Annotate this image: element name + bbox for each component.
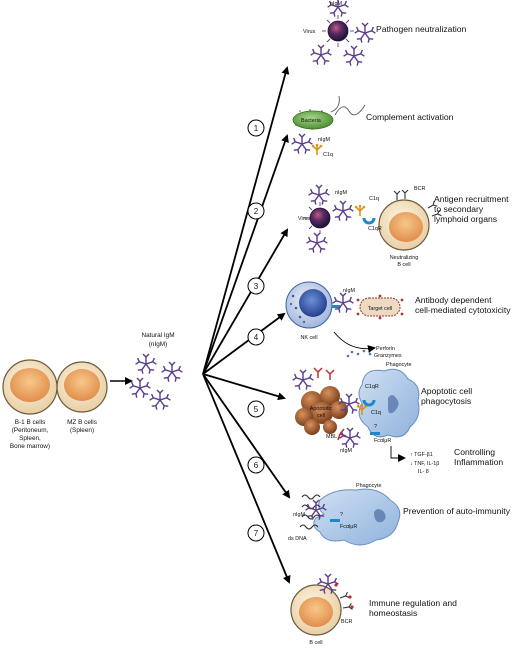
natural-igm-abbrev: (nIgM) (149, 341, 167, 348)
title-inflammation-2: Inflammation (454, 457, 503, 467)
title-adcc-1: Antibody dependent (415, 295, 492, 305)
panel-complement-activation: Bacteria nIgM C1q Complement activation (290, 95, 454, 158)
title-apoptotic-2: phagocytosis (421, 396, 471, 406)
il8-label: IL- 8 (418, 469, 429, 475)
title-complement-activation: Complement activation (366, 112, 454, 122)
b1-b-cell: B-1 B cells (Peritoneum, Spleen, Bone ma… (2, 359, 58, 450)
virus-label: Virus (298, 216, 310, 222)
step-numbers: 1 2 3 4 5 6 7 (247, 119, 265, 542)
mz-b-cell: MZ B cells (Spleen) (56, 361, 108, 434)
arrow-apoptotic-phagocytosis (202, 373, 286, 401)
bcr-label: BCR (414, 186, 425, 192)
question-mark: ? (374, 424, 377, 430)
arrows (110, 66, 291, 584)
tgf-label: ↑ TGF-β1 (410, 452, 433, 458)
fcalmr-label: FcαlμR (340, 524, 357, 530)
panel-auto-immunity: Phagocyte nIgM ds DNA FcαlμR ? Preventio… (288, 483, 511, 546)
mz-location: (Spleen) (70, 427, 94, 434)
granzymes-label: Granzymes (374, 353, 402, 359)
cell-label: cell (317, 413, 325, 419)
phagocyte-label: Phagocyte (356, 483, 381, 489)
natural-igm-cluster: Natural IgM (nIgM) (128, 332, 184, 411)
c1q-label: C1q (371, 410, 381, 416)
natural-igm-label: Natural IgM (141, 332, 174, 339)
target-cell-label: Target cell (368, 306, 393, 312)
b1-location-2: Spleen, (19, 435, 41, 442)
step-number-6: 6 (254, 461, 259, 470)
bacteria-label: Bacteria (301, 118, 321, 124)
c1qr-label: C1qR (368, 226, 382, 232)
tnf-label: ↓ TNF, IL-1β (410, 461, 439, 467)
panel-controlling-inflammation: ↑ TGF-β1 ↓ TNF, IL-1β IL- 8 Controlling … (390, 446, 503, 475)
b1-cells-label: B-1 B cells (15, 419, 46, 426)
b-cell-label: B cell (397, 262, 410, 268)
panel-adcc: nIgM NK cell Target cell Perforin Granzy… (285, 281, 511, 359)
title-apoptotic-1: Apoptotic cell (421, 386, 472, 396)
b-cell-label: B cell (309, 640, 322, 646)
arrow-pathogen-neutralization (202, 66, 290, 375)
phagocyte-label: Phagocyte (386, 362, 411, 368)
arrow-immune-regulation (202, 373, 291, 584)
nigm-label: nIgM (335, 190, 347, 196)
nigm-label: nIgM (343, 288, 355, 294)
arrow-complement-activation (202, 134, 289, 375)
step-number-7: 7 (254, 529, 259, 538)
arrow-adcc (202, 312, 286, 375)
step-number-2: 2 (254, 207, 259, 216)
nk-cell-label: NK cell (300, 335, 317, 341)
arrow-antigen-recruitment (202, 228, 289, 375)
title-antigen-recruitment-2: to secondary (434, 204, 484, 214)
panel-apoptotic-phagocytosis: Apoptotic cell Phagocyte C1qR C1q MBL nI… (291, 362, 472, 454)
dsdna-label: ds DNA (288, 536, 307, 542)
title-immune-regulation-2: homeostasis (369, 608, 417, 618)
perforin-label: Perforin (376, 346, 395, 352)
step-number-4: 4 (254, 333, 259, 342)
panel-antigen-recruitment: Virus nIgM C1q C1qR BCR Neutralizing B c… (298, 184, 509, 268)
title-antigen-recruitment-3: lymphoid organs (434, 214, 497, 224)
neutralizing-label: Neutralizing (390, 255, 418, 261)
nigm-label: nIgM (340, 448, 352, 454)
b1-location-3: Bone marrow) (10, 443, 50, 450)
c1q-label: C1q (323, 152, 333, 158)
step-number-3: 3 (254, 282, 259, 291)
panel-pathogen-neutralization: Virus nIgM Pathogen neutralization (303, 0, 467, 67)
nigm-label: nIgM (330, 1, 342, 7)
nigm-label: nIgM (318, 137, 330, 143)
bcr-label: BCR (341, 619, 352, 625)
step-number-1: 1 (254, 124, 259, 133)
title-immune-regulation-1: Immune regulation and (369, 598, 457, 608)
nigm-label: nIgM (293, 512, 305, 518)
arrow-auto-immunity (202, 373, 291, 499)
fcalmr-label: FcαlμR (374, 438, 391, 444)
title-adcc-2: cell-mediated cytotoxicity (415, 305, 511, 315)
title-pathogen-neutralization: Pathogen neutralization (376, 24, 467, 34)
apoptotic-label: Apoptotic (310, 406, 333, 412)
virus-label: Virus (303, 29, 315, 35)
b1-location-1: (Peritoneum, (12, 427, 49, 434)
mz-cells-label: MZ B cells (67, 419, 97, 426)
mbl-label: MBL (326, 434, 337, 440)
title-antigen-recruitment-1: Antigen recruitment (434, 194, 509, 204)
title-auto-immunity: Prevention of auto-immunity (403, 506, 511, 516)
c1q-label: C1q (369, 196, 379, 202)
title-inflammation-1: Controlling (454, 447, 495, 457)
panel-immune-regulation: B cell BCR Immune regulation and homeost… (290, 573, 457, 646)
c1qr-label: C1qR (365, 384, 379, 390)
step-number-5: 5 (254, 405, 259, 414)
apoptotic-cell (295, 386, 348, 435)
question-mark: ? (340, 512, 343, 518)
